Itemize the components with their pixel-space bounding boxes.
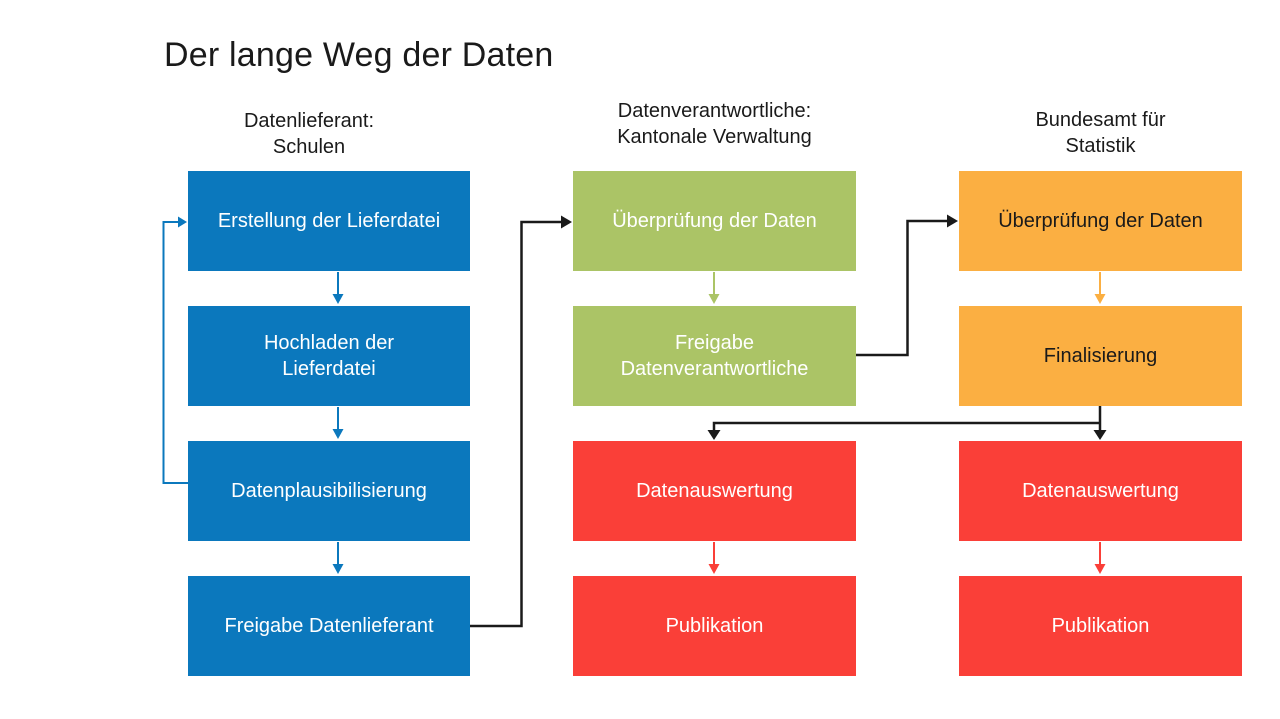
step-erstellung-der-lieferdatei: Erstellung der Lieferdatei (188, 171, 470, 271)
step-publikation-kanton: Publikation (573, 576, 856, 676)
arrow-ueberpruefung-kanton-to-freigabe-dv (708, 272, 720, 304)
step-publikation-bfs: Publikation (959, 576, 1242, 676)
column-header-datenlieferant: Datenlieferant: Schulen (243, 110, 375, 158)
page-title: Der lange Weg der Daten (164, 36, 554, 74)
step-datenauswertung-bfs: Datenauswertung (959, 441, 1242, 541)
arrow-erstellung-to-hochladen (332, 272, 344, 304)
arrow-hochladen-to-plausibilisierung (332, 407, 344, 439)
arrow-datenauswertung-bfs-to-publikation-bfs (1094, 542, 1106, 574)
step-ueberpruefung-der-daten-kanton: Überprüfung der Daten (573, 171, 856, 271)
column-header-datenverantwortliche: Datenverantwortliche: Kantonale Verwaltu… (617, 100, 812, 148)
arrow-ueberpruefung-bfs-to-finalisierung (1094, 272, 1106, 304)
step-hochladen-der-lieferdatei: Hochladen der Lieferdatei (188, 306, 470, 406)
step-freigabe-datenverantwortliche: Freigabe Datenverantwortliche (573, 306, 856, 406)
step-freigabe-datenlieferant: Freigabe Datenlieferant (188, 576, 470, 676)
arrow-finalisierung-to-datenauswertung-kanton (707, 421, 1100, 440)
arrow-feedback-plausibilisierung-to-erstellung (162, 216, 188, 484)
arrow-freigabe-datenlieferant-to-ueberpruefung-kanton (470, 215, 572, 628)
step-datenplausibilisierung: Datenplausibilisierung (188, 441, 470, 541)
arrow-plausibilisierung-to-freigabe (332, 542, 344, 574)
arrow-datenauswertung-kanton-to-publikation-kanton (708, 542, 720, 574)
column-header-bundesamt: Bundesamt für Statistik (1035, 109, 1166, 157)
arrow-finalisierung-to-datenauswertung-bfs (1093, 406, 1107, 440)
arrow-freigabe-dv-to-ueberpruefung-bfs (856, 214, 958, 357)
step-ueberpruefung-der-daten-bfs: Überprüfung der Daten (959, 171, 1242, 271)
step-finalisierung: Finalisierung (959, 306, 1242, 406)
step-datenauswertung-kanton: Datenauswertung (573, 441, 856, 541)
